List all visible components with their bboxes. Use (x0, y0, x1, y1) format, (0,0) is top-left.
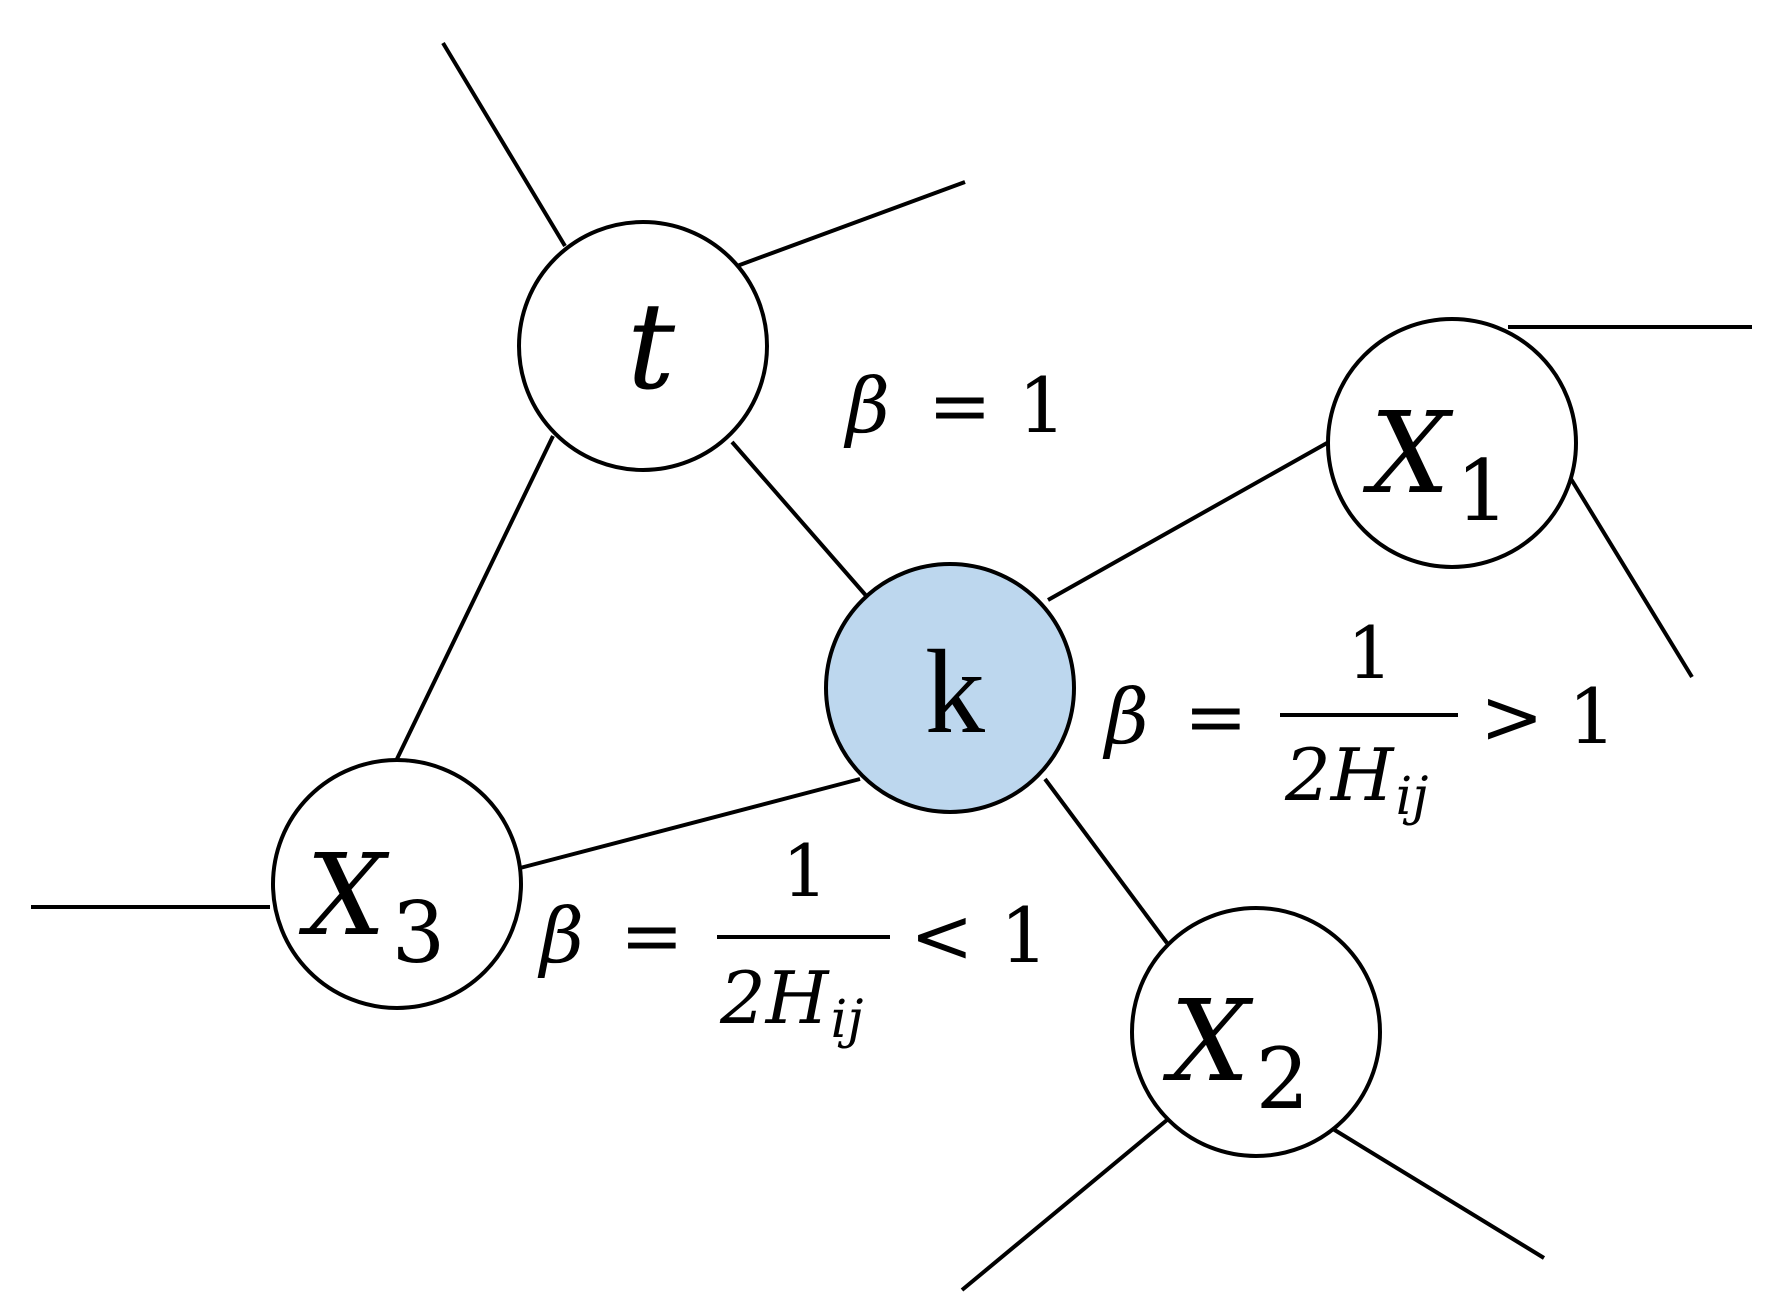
fraction-numerator: 1 (782, 829, 828, 913)
edge-x2-lower-right (1331, 1127, 1546, 1260)
node-x3-letter: X (298, 831, 390, 961)
equals-sign: = (928, 361, 992, 450)
greater-than-sign: > (1480, 672, 1544, 761)
beta-symbol: β (1102, 672, 1149, 761)
label-beta-less-than-one: β = 1 2Hij < 1 (537, 829, 1048, 1050)
beta-symbol: β (843, 361, 890, 450)
node-x1-label: X1 (1362, 389, 1509, 540)
node-x3-label: X3 (298, 831, 445, 982)
rhs-one: 1 (1000, 891, 1048, 980)
edge-x2-lower-left (960, 1118, 1169, 1292)
node-x1: X1 (1326, 317, 1578, 569)
beta-symbol: β (537, 891, 584, 980)
less-than-sign: < (910, 891, 974, 980)
edge-k-x1 (1047, 441, 1328, 602)
node-x1-circle (1326, 317, 1578, 569)
node-x1-subscript: 1 (1456, 442, 1509, 540)
node-x3-circle (271, 758, 523, 1010)
equals-sign: = (620, 891, 684, 980)
edge-k-x2 (1043, 777, 1169, 945)
denominator-main: 2H (719, 956, 830, 1040)
fraction-denominator: 2Hij (1284, 733, 1428, 827)
edge-t-k (730, 440, 871, 601)
node-x2-letter: X (1162, 977, 1254, 1107)
node-k: k (824, 562, 1076, 814)
denominator-main: 2H (1284, 733, 1395, 817)
edge-k-x3 (519, 777, 861, 870)
dangling-edges (31, 41, 1752, 1292)
rhs-one: 1 (1568, 672, 1616, 761)
label-beta-equal-one: β = 1 (843, 361, 1066, 450)
node-x2: X2 (1130, 906, 1382, 1158)
value-one: 1 (1018, 361, 1066, 450)
edges (394, 435, 1328, 945)
node-x3-subscript: 3 (392, 884, 445, 982)
edge-t-upper-left (441, 41, 567, 248)
fraction-numerator: 1 (1347, 611, 1393, 695)
label-beta-greater-than-one: β = 1 2Hij > 1 (1102, 611, 1616, 827)
node-t-circle (517, 220, 769, 472)
node-k-label: k (925, 625, 985, 758)
node-t-label: t (627, 278, 676, 417)
edge-t-upper-right (736, 180, 966, 268)
node-x1-letter: X (1362, 389, 1454, 519)
node-x2-label: X2 (1162, 977, 1309, 1128)
denominator-subscript: ij (831, 990, 864, 1050)
denominator-subscript: ij (1396, 767, 1429, 827)
node-x2-circle (1130, 906, 1382, 1158)
node-x2-subscript: 2 (1256, 1030, 1309, 1128)
node-x3: X3 (271, 758, 523, 1010)
node-t: t (517, 220, 769, 472)
node-k-circle (824, 562, 1076, 814)
edge-x1-lower-right (1566, 472, 1694, 679)
fraction-denominator: 2Hij (719, 956, 863, 1050)
edge-t-x3 (394, 435, 555, 762)
equals-sign: = (1184, 672, 1248, 761)
